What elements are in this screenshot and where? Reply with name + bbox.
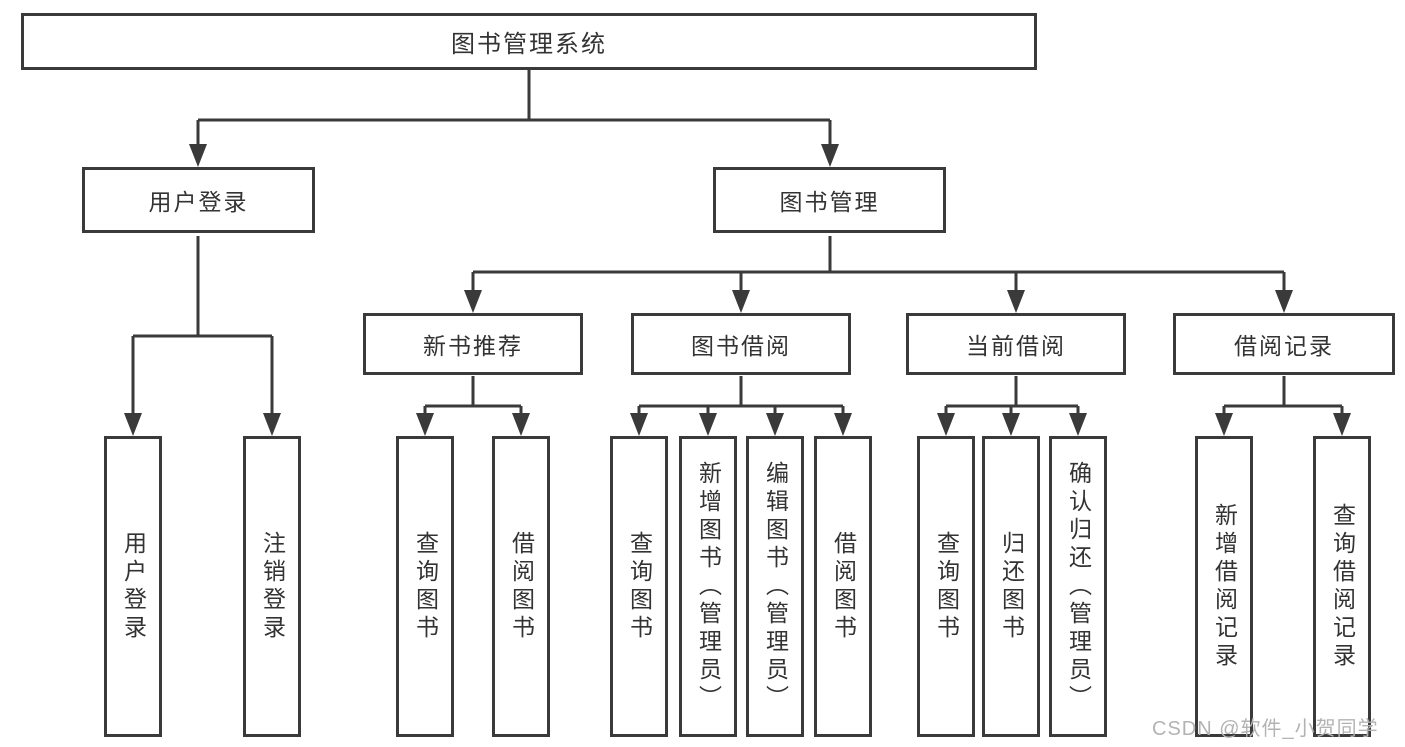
leaf-br-add-record: 新增借阅记录 (1195, 436, 1253, 737)
node-borrowing-records: 借阅记录 (1173, 313, 1395, 375)
node-label: 查询图书 (626, 530, 653, 643)
tree-edges (131, 70, 1344, 415)
node-label: 当前借阅 (966, 333, 1066, 359)
node-label: 编辑图书（管理员） (762, 460, 789, 713)
node-label: 用户登录 (148, 189, 249, 215)
leaf-bb-edit-books-admin: 编辑图书（管理员） (746, 436, 804, 737)
leaf-cb-confirm-return-admin: 确认归还（管理员） (1049, 436, 1107, 737)
node-label: 新增图书（管理员） (695, 460, 722, 713)
leaf-user-login: 用户登录 (104, 436, 162, 737)
leaf-bb-borrow-books: 借阅图书 (814, 436, 872, 737)
node-label: 查询图书 (412, 530, 439, 643)
node-label: 确认归还（管理员） (1065, 460, 1092, 713)
leaf-cb-return-books: 归还图书 (982, 436, 1040, 737)
node-label: 查询图书 (933, 530, 960, 643)
leaf-logout: 注销登录 (243, 436, 301, 737)
node-label: 用户登录 (120, 530, 147, 643)
leaf-br-query-record: 查询借阅记录 (1313, 436, 1371, 737)
node-label: 借阅图书 (830, 530, 857, 643)
node-label: 新书推荐 (423, 333, 523, 359)
node-label: 新增借阅记录 (1211, 502, 1238, 671)
leaf-cb-query-books: 查询图书 (917, 436, 975, 737)
node-label: 归还图书 (998, 530, 1025, 643)
node-current-borrowing: 当前借阅 (906, 313, 1126, 375)
leaf-bb-query-books: 查询图书 (610, 436, 668, 737)
node-book-borrowing: 图书借阅 (631, 313, 851, 375)
node-label: 注销登录 (259, 530, 286, 643)
leaf-nb-query-books: 查询图书 (396, 436, 454, 737)
node-label: 图书借阅 (691, 333, 791, 359)
node-label: 查询借阅记录 (1329, 502, 1356, 671)
arrowheads (124, 144, 1351, 436)
leaf-bb-add-books-admin: 新增图书（管理员） (679, 436, 737, 737)
csdn-watermark: CSDN @软件_小贺同学 (1152, 718, 1379, 740)
node-label: 图书管理 (779, 189, 880, 215)
node-label: 图书管理系统 (451, 31, 607, 58)
node-label: 借阅图书 (508, 530, 535, 643)
node-new-book-recommendation: 新书推荐 (363, 313, 583, 375)
node-user-login: 用户登录 (82, 167, 315, 233)
node-label: 借阅记录 (1234, 333, 1334, 359)
node-library-management-system: 图书管理系统 (21, 13, 1037, 70)
node-book-management: 图书管理 (713, 167, 946, 233)
leaf-nb-borrow-books: 借阅图书 (492, 436, 550, 737)
